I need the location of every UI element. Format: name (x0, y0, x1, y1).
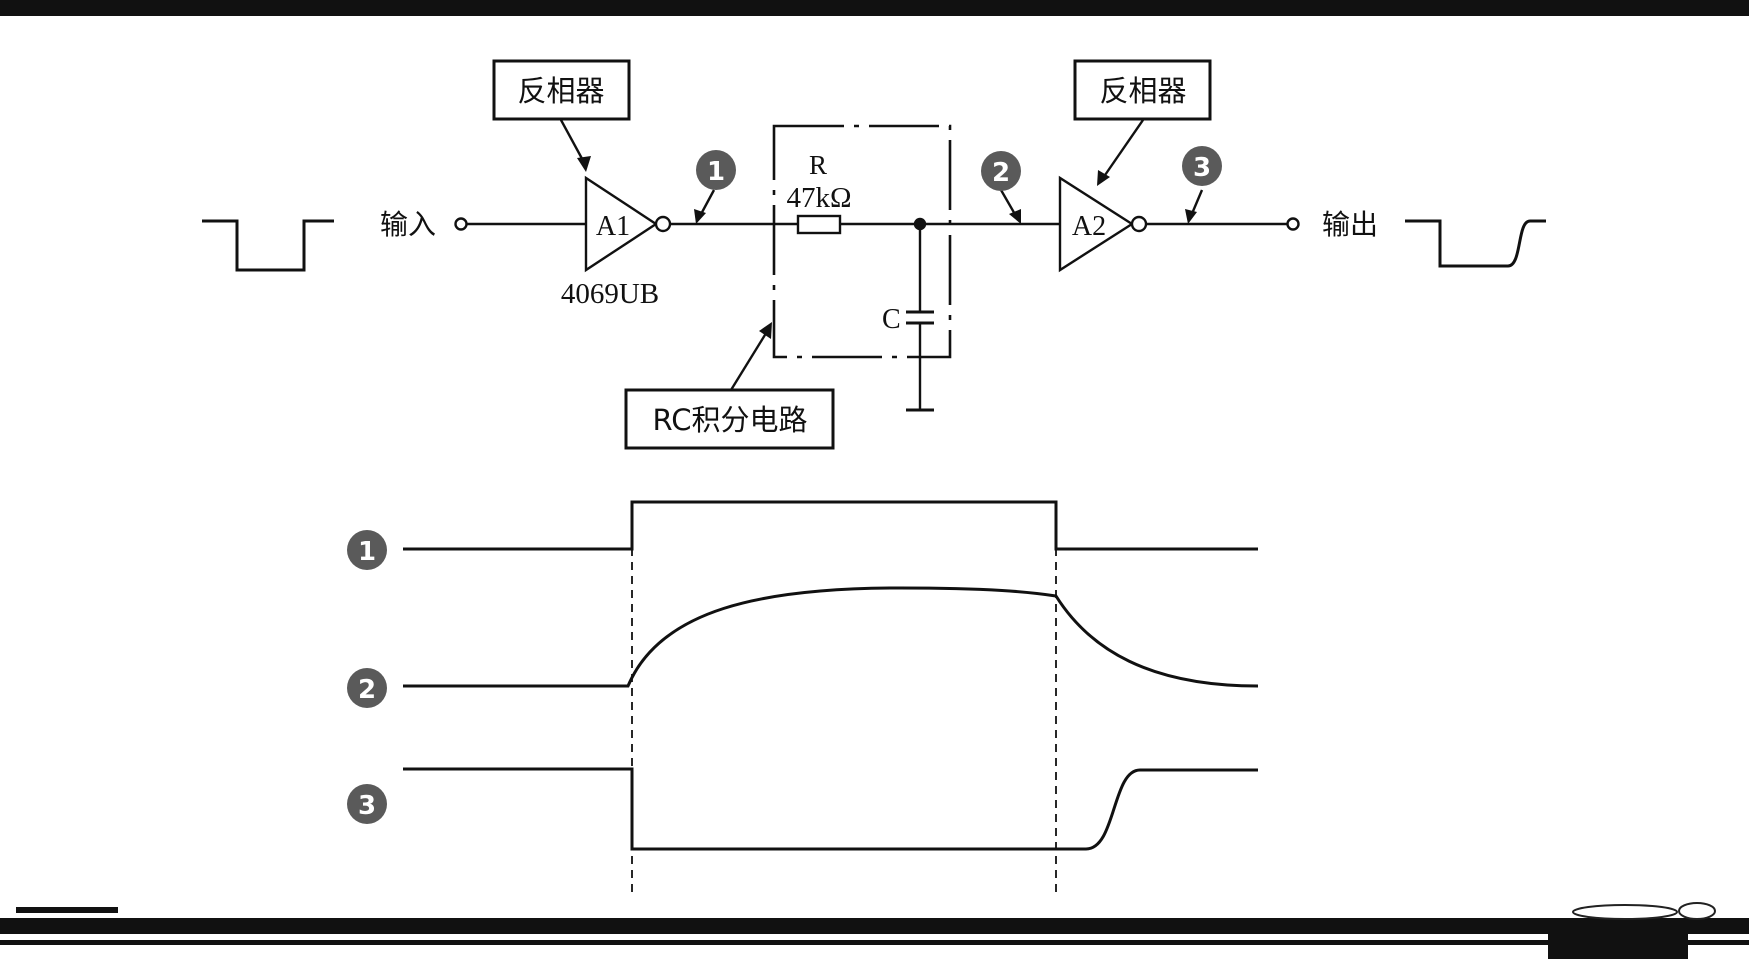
callout-box-rc (624, 388, 835, 450)
input-label: 输入 (380, 208, 436, 241)
waveform-3-marker (347, 784, 387, 824)
bottom-right-smudge-2 (1678, 902, 1716, 920)
callout-inverter2-text: 反相器 (1099, 74, 1186, 108)
callout-leader-inverter2 (1102, 119, 1144, 179)
tp3-badge-text: 3 (1193, 153, 1211, 183)
inverter-a1-label: A1 (596, 211, 630, 242)
waveform-1 (403, 500, 1258, 551)
waveform-2-marker-text: 2 (358, 675, 376, 705)
circuit-section (202, 59, 1546, 450)
part-number-label: 4069UB (561, 278, 659, 310)
circuit-labels: 输入 输出 反相器 反相器 RC积分电路 A1 A2 4069UB R 47kΩ… (380, 74, 1378, 437)
tp2-leader (999, 189, 1018, 217)
inverter-a2-label: A2 (1072, 211, 1106, 242)
bottom-right-block (1548, 934, 1688, 959)
callout-arrowhead-inverter2 (1097, 170, 1110, 186)
waveform-2-marker (347, 668, 387, 708)
waveform-markers: 1 2 3 (347, 530, 387, 824)
callout-arrowhead-inverter1 (577, 156, 591, 172)
tp3-badge (1182, 146, 1222, 186)
callout-box-inverter1 (492, 59, 631, 121)
tp2-badge-text: 2 (992, 158, 1010, 188)
inverter-a1-bubble (654, 215, 672, 233)
output-terminal (1286, 217, 1300, 231)
bottom-border-thin (0, 940, 1749, 945)
resistor-value-label: 47kΩ (786, 182, 851, 214)
waveform-1-marker-text: 1 (358, 537, 376, 567)
bottom-right-smudge (1572, 904, 1678, 920)
waveform-section (403, 500, 1259, 892)
tp1-leader (698, 189, 716, 217)
callout-leader-rc (729, 329, 770, 391)
input-pulse-waveform (202, 219, 334, 272)
tp1-badge (696, 150, 736, 190)
bottom-border-bar (0, 918, 1749, 934)
resistor-name-label: R (809, 150, 827, 180)
top-border-bar (0, 0, 1749, 16)
waveform-3 (403, 767, 1258, 851)
tp1-badge-text: 1 (707, 157, 725, 187)
inverter-a2-symbol (1058, 175, 1135, 273)
tp3-arrowhead (1185, 209, 1197, 224)
input-terminal (454, 217, 468, 231)
bottom-left-tick (16, 907, 118, 913)
tp2-badge (981, 151, 1021, 191)
test-point-badges: 1 2 3 (696, 146, 1222, 191)
callout-rc-text: RC积分电路 (653, 403, 808, 437)
callout-box-inverter2 (1073, 59, 1212, 121)
inverter-a1-symbol (584, 175, 659, 273)
waveform-2 (403, 586, 1259, 688)
inverter-a2-bubble (1130, 215, 1148, 233)
tp1-arrowhead (694, 209, 706, 224)
waveform-1-marker (347, 530, 387, 570)
output-pulse-waveform (1405, 219, 1546, 268)
tp2-arrowhead (1009, 209, 1021, 224)
waveform-3-marker-text: 3 (358, 791, 376, 821)
callout-arrowhead-rc (759, 322, 772, 339)
callout-inverter1-text: 反相器 (517, 74, 604, 108)
output-label: 输出 (1322, 208, 1378, 241)
capacitor-name-label: C (882, 304, 901, 335)
rc-block-outline (772, 124, 952, 359)
resistor-r (796, 214, 842, 235)
